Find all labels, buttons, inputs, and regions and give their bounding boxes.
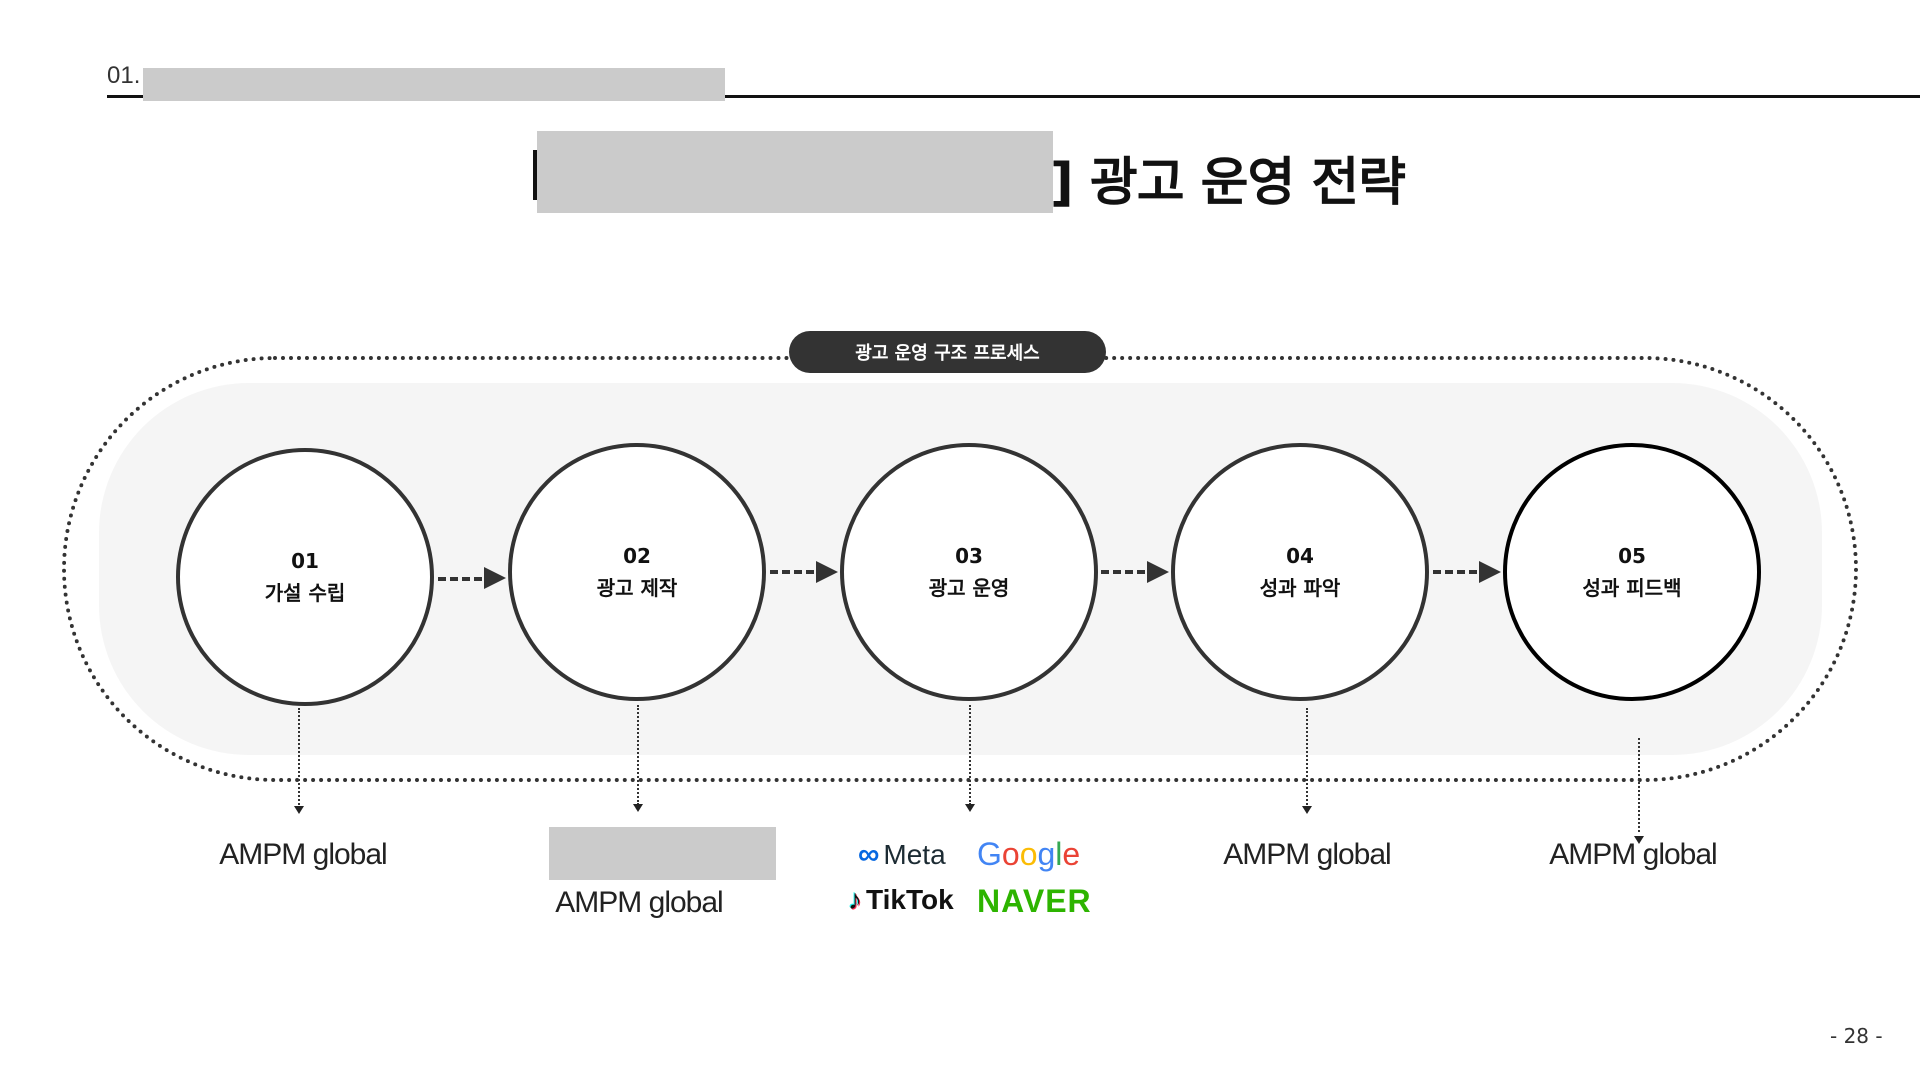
process-label: 광고 운영 구조 프로세스 — [789, 331, 1106, 373]
step-label: 성과 파악 — [1259, 576, 1341, 600]
tiktok-text: TikTok — [866, 884, 954, 915]
connector-line — [637, 705, 639, 805]
down-arrow-icon — [965, 804, 975, 812]
google-letter: G — [977, 836, 1002, 872]
dashed-arrow-line — [1433, 570, 1477, 574]
step-number: 02 — [623, 544, 651, 568]
arrow-head-icon — [1479, 561, 1501, 583]
meta-logo: ∞ Meta — [858, 838, 946, 872]
google-letter: g — [1037, 836, 1056, 872]
step-circle-01: 01 가설 수립 — [176, 448, 434, 706]
header-divider — [107, 95, 1920, 98]
partner-ampm-logo: AMPM global — [219, 838, 387, 871]
dashed-arrow-line — [1101, 570, 1145, 574]
meta-infinity-icon: ∞ — [858, 838, 880, 871]
step-circle-03: 03 광고 운영 — [840, 443, 1098, 701]
redacted-section-title — [143, 68, 725, 101]
step-number: 03 — [955, 544, 983, 568]
step-circle-02: 02 광고 제작 — [508, 443, 766, 701]
step-circle-04: 04 성과 파악 — [1171, 443, 1429, 701]
meta-text: Meta — [883, 839, 946, 870]
step-number: 01 — [291, 549, 319, 573]
connector-line — [1306, 708, 1308, 808]
tiktok-logo: ♪ TikTok — [848, 884, 954, 916]
page-number: - 28 - — [1830, 1024, 1883, 1048]
google-letter: o — [1001, 836, 1020, 872]
step-label: 성과 피드백 — [1582, 576, 1682, 600]
partner-ampm-logo: AMPM global — [1549, 838, 1717, 871]
step-label: 광고 운영 — [928, 576, 1010, 600]
arrow-head-icon — [816, 561, 838, 583]
step-label: 광고 제작 — [596, 576, 678, 600]
title-bracket — [533, 150, 537, 200]
dashed-arrow-line — [438, 577, 482, 581]
naver-logo: NAVER — [977, 883, 1092, 919]
connector-line — [1638, 738, 1640, 832]
step-circle-05: 05 성과 피드백 — [1503, 443, 1761, 701]
dashed-arrow-line — [770, 570, 814, 574]
partner-ampm-logo: AMPM global — [1223, 838, 1391, 871]
down-arrow-icon — [294, 806, 304, 814]
google-logo: Google — [977, 836, 1080, 873]
page-title: ] 광고 운영 전략 — [1050, 153, 1406, 213]
google-letter: e — [1062, 836, 1081, 872]
google-letter: o — [1019, 836, 1038, 872]
arrow-head-icon — [1147, 561, 1169, 583]
arrow-head-icon — [484, 567, 506, 589]
partner-ampm-logo: AMPM global — [555, 886, 723, 919]
step-number: 05 — [1618, 544, 1646, 568]
down-arrow-icon — [633, 804, 643, 812]
tiktok-note-icon: ♪ — [848, 884, 862, 915]
connector-line — [969, 705, 971, 805]
google-letter: l — [1055, 836, 1063, 872]
redacted-title — [537, 131, 1053, 213]
connector-line — [298, 708, 300, 808]
redacted-partner-logo — [549, 827, 776, 880]
section-number: 01. — [107, 62, 141, 89]
step-number: 04 — [1286, 544, 1314, 568]
step-label: 가설 수립 — [264, 581, 346, 605]
down-arrow-icon — [1634, 836, 1644, 844]
down-arrow-icon — [1302, 806, 1312, 814]
